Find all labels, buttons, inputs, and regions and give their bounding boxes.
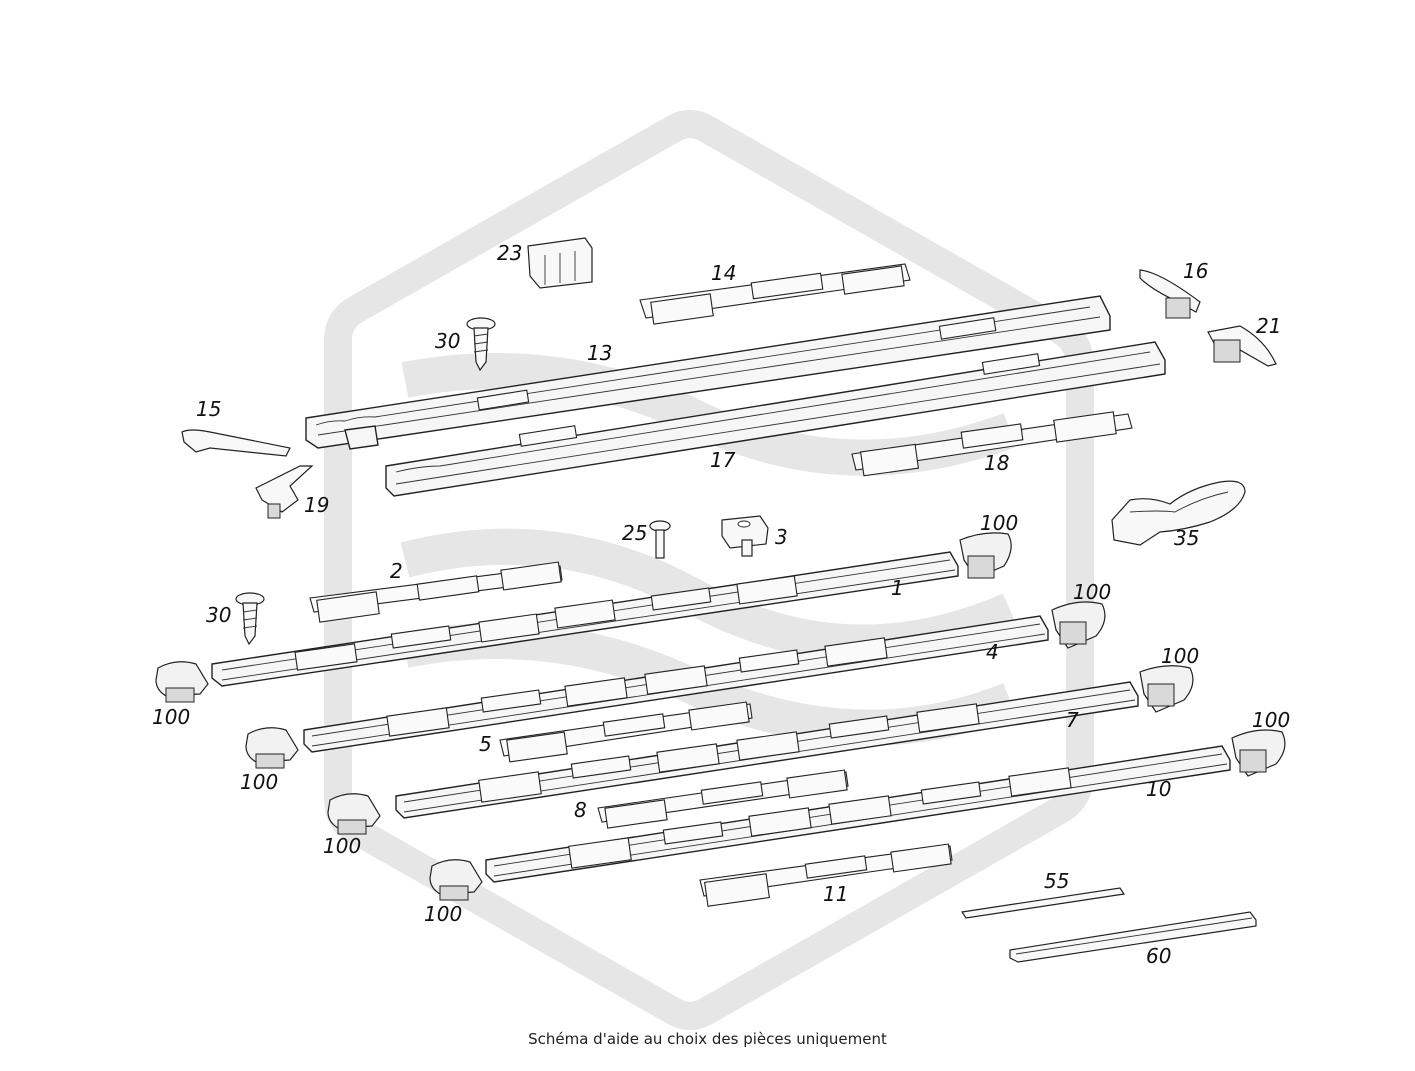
- part-35: [1111, 480, 1246, 546]
- label-100h: 100: [424, 902, 462, 926]
- label-100e: 100: [1252, 708, 1290, 732]
- end-cap-100-l4: [429, 859, 483, 901]
- label-2: 2: [390, 559, 403, 583]
- label-16: 16: [1183, 259, 1208, 283]
- bracket-assembly-2: [309, 561, 563, 623]
- end-cap-100-r2: [1051, 601, 1106, 649]
- part-15: [181, 429, 291, 457]
- label-100b: 100: [1073, 580, 1111, 604]
- end-cap-100-r3: [1139, 665, 1194, 713]
- rail-4: [303, 615, 1049, 753]
- label-30a: 30: [435, 329, 460, 353]
- label-100f: 100: [240, 770, 278, 794]
- rail-17: [385, 341, 1166, 497]
- label-100d: 100: [152, 705, 190, 729]
- label-15: 15: [196, 397, 221, 421]
- label-100a: 100: [980, 511, 1018, 535]
- label-11: 11: [823, 882, 848, 906]
- bracket-assembly-8: [597, 769, 849, 829]
- label-13: 13: [587, 341, 612, 365]
- label-4: 4: [986, 640, 999, 664]
- rail-13: [305, 295, 1111, 450]
- screw-30-top: [466, 317, 496, 372]
- label-30b: 30: [206, 603, 231, 627]
- label-18: 18: [984, 451, 1009, 475]
- part-3: [721, 515, 769, 557]
- bracket-assembly-18: [851, 411, 1133, 477]
- label-19: 19: [304, 493, 329, 517]
- label-10: 10: [1146, 777, 1171, 801]
- diagram-caption: Schéma d'aide au choix des pièces unique…: [528, 1030, 887, 1048]
- label-14: 14: [711, 261, 736, 285]
- label-21: 21: [1256, 314, 1281, 338]
- end-cap-100-l1: [155, 661, 209, 703]
- part-16: [1139, 269, 1201, 319]
- part-23: [527, 237, 593, 289]
- screw-30-left: [235, 592, 265, 646]
- rail-1: [211, 551, 959, 687]
- label-8: 8: [574, 798, 587, 822]
- bracket-assembly-11: [699, 843, 953, 907]
- rail-7: [395, 681, 1139, 819]
- bracket-assembly-14: [639, 263, 911, 325]
- end-cap-100-r4: [1231, 729, 1286, 777]
- label-3: 3: [775, 525, 788, 549]
- bracket-assembly-5: [499, 701, 753, 763]
- label-23: 23: [497, 241, 522, 265]
- label-60: 60: [1146, 944, 1171, 968]
- strip-60: [1009, 911, 1257, 963]
- strip-55: [960, 887, 1126, 919]
- label-1: 1: [891, 576, 904, 600]
- part-19: [255, 465, 314, 519]
- label-100g: 100: [323, 834, 361, 858]
- end-cap-100-l3: [327, 793, 381, 835]
- screw-25: [649, 520, 671, 559]
- label-25: 25: [622, 521, 647, 545]
- part-labels: 23 14 16 21 30 13 15 17 18 19 100 25 3 3…: [152, 241, 1290, 968]
- part-21: [1207, 325, 1277, 367]
- end-cap-100-r1: [959, 532, 1012, 579]
- end-cap-100-l2: [245, 727, 299, 769]
- label-17: 17: [710, 448, 736, 472]
- label-100c: 100: [1161, 644, 1199, 668]
- label-5: 5: [479, 732, 492, 756]
- label-7: 7: [1066, 708, 1079, 732]
- label-35: 35: [1174, 526, 1199, 550]
- rail-10: [485, 745, 1231, 883]
- label-55: 55: [1044, 869, 1069, 893]
